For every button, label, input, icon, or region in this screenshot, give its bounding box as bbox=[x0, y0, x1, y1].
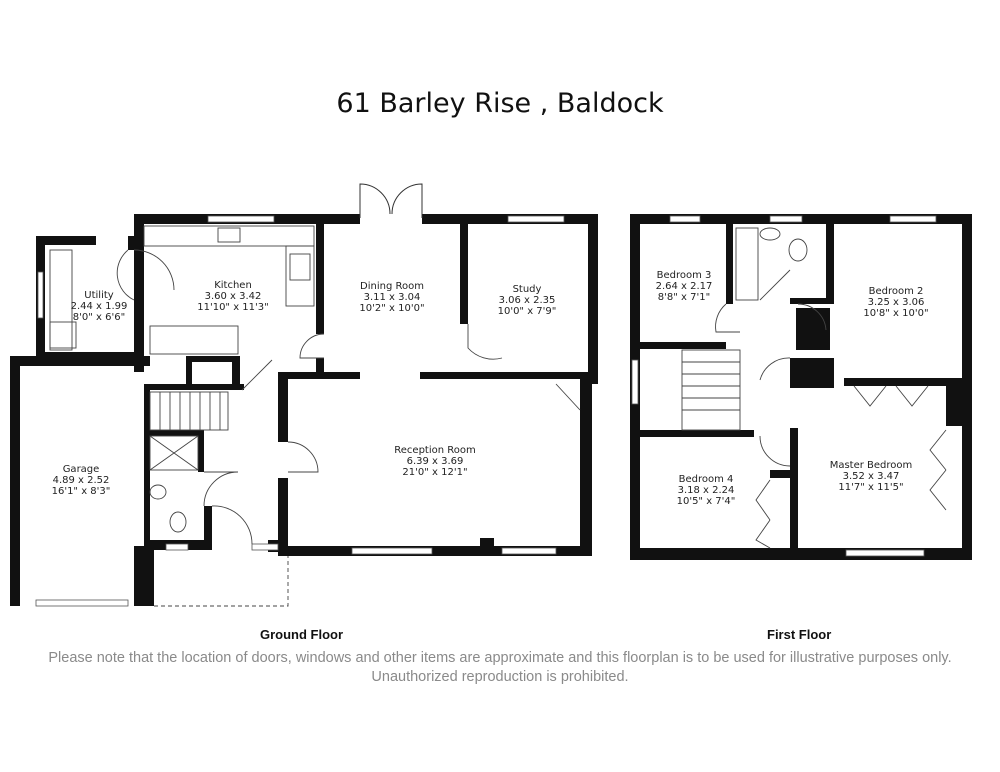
room-bed2-imperial: 10'8" x 10'0" bbox=[863, 308, 928, 319]
first-room-labels: Bedroom 3 2.64 x 2.17 8'8" x 7'1" Bedroo… bbox=[656, 270, 929, 507]
room-kitchen-metric: 3.60 x 3.42 bbox=[205, 291, 262, 302]
room-garage-imperial: 16'1" x 8'3" bbox=[52, 486, 111, 497]
room-dining-imperial: 10'2" x 10'0" bbox=[359, 303, 424, 314]
room-bed2-name: Bedroom 2 bbox=[869, 286, 924, 297]
room-study-imperial: 10'0" x 7'9" bbox=[498, 306, 557, 317]
room-bed4-name: Bedroom 4 bbox=[679, 474, 734, 485]
room-master-imperial: 11'7" x 11'5" bbox=[838, 482, 903, 493]
room-study-name: Study bbox=[513, 284, 542, 295]
first-floor-plan: Bedroom 3 2.64 x 2.17 8'8" x 7'1" Bedroo… bbox=[630, 214, 972, 560]
ground-floor-plan: Utility 2.44 x 1.99 8'0" x 6'6" Kitchen … bbox=[10, 183, 598, 607]
ground-windows bbox=[35, 215, 565, 607]
room-dining-name: Dining Room bbox=[360, 281, 424, 292]
room-dining-metric: 3.11 x 3.04 bbox=[364, 292, 421, 303]
room-bed3-name: Bedroom 3 bbox=[657, 270, 712, 281]
room-kitchen-imperial: 11'10" x 11'3" bbox=[197, 302, 269, 313]
room-reception-name: Reception Room bbox=[394, 445, 475, 456]
room-bed3-metric: 2.64 x 2.17 bbox=[656, 281, 713, 292]
room-bed4-imperial: 10'5" x 7'4" bbox=[677, 496, 736, 507]
ground-room-labels: Utility 2.44 x 1.99 8'0" x 6'6" Kitchen … bbox=[52, 280, 557, 497]
room-bed2-metric: 3.25 x 3.06 bbox=[868, 297, 925, 308]
first-windows bbox=[631, 215, 937, 557]
ground-details bbox=[49, 225, 581, 607]
room-master-metric: 3.52 x 3.47 bbox=[843, 471, 900, 482]
ground-floor-label: Ground Floor bbox=[260, 627, 344, 642]
room-garage-name: Garage bbox=[63, 464, 100, 475]
room-reception-metric: 6.39 x 3.69 bbox=[407, 456, 464, 467]
ground-walls bbox=[10, 214, 598, 606]
first-details bbox=[681, 227, 947, 549]
dining-french-doors bbox=[359, 183, 423, 218]
room-master-name: Master Bedroom bbox=[830, 460, 913, 471]
room-reception-imperial: 21'0" x 12'1" bbox=[402, 467, 467, 478]
room-utility-name: Utility bbox=[84, 290, 113, 301]
room-utility-metric: 2.44 x 1.99 bbox=[71, 301, 128, 312]
disclaimer-text: Please note that the location of doors, … bbox=[48, 650, 952, 685]
room-utility-imperial: 8'0" x 6'6" bbox=[73, 312, 125, 323]
room-bed3-imperial: 8'8" x 7'1" bbox=[658, 292, 710, 303]
plan-title: 61 Barley Rise , Baldock bbox=[336, 88, 664, 119]
first-walls bbox=[630, 214, 972, 560]
room-kitchen-name: Kitchen bbox=[214, 280, 252, 291]
room-bed4-metric: 3.18 x 2.24 bbox=[678, 485, 735, 496]
room-study-metric: 3.06 x 2.35 bbox=[499, 295, 556, 306]
first-floor-label: First Floor bbox=[767, 627, 832, 642]
room-garage-metric: 4.89 x 2.52 bbox=[53, 475, 110, 486]
